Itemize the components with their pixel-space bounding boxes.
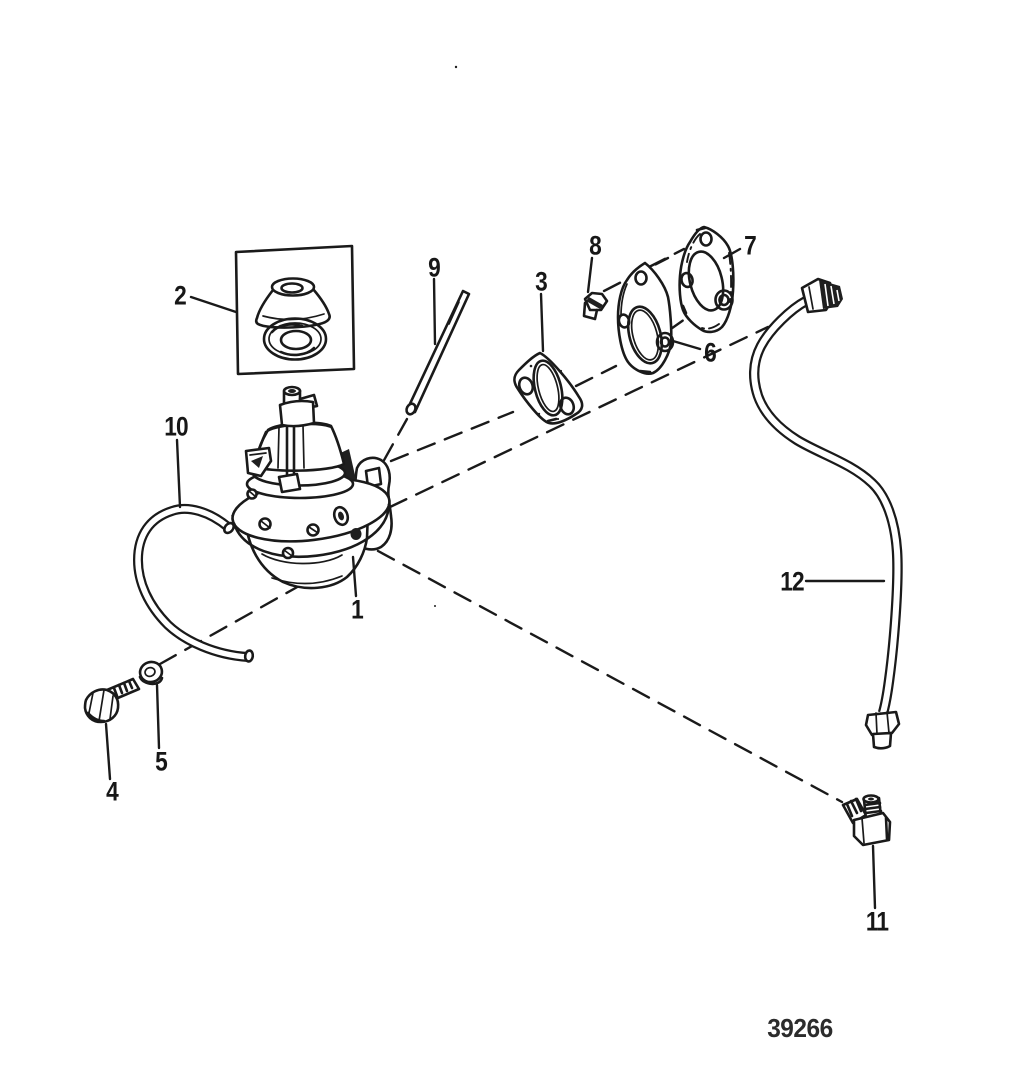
callout-8: 8	[589, 230, 602, 261]
callout-11: 11	[865, 906, 889, 937]
pump-cover-screws	[246, 488, 320, 560]
gasket-part-7	[678, 225, 735, 334]
figure-number: 39266	[767, 1013, 833, 1043]
callout-6: 6	[704, 337, 717, 368]
bolt-part-4	[83, 677, 141, 724]
assembly-axis-dashes	[158, 247, 844, 804]
seal-ring	[262, 317, 328, 361]
screw-part-8	[582, 291, 609, 321]
callout-5: 5	[155, 746, 168, 777]
fuel-line-nut	[864, 710, 901, 737]
scan-speck	[434, 605, 436, 607]
callout-leader-lines	[104, 247, 886, 910]
scan-speck	[454, 65, 458, 69]
spacer-part-6	[616, 261, 675, 375]
callout-3: 3	[535, 266, 548, 297]
rubber-boot	[254, 277, 331, 329]
callout-4: 4	[106, 776, 119, 807]
fuel-line-threaded-end	[819, 280, 843, 309]
callout-10: 10	[164, 411, 188, 442]
callout-9: 9	[428, 252, 441, 283]
gasket-part-3	[513, 351, 584, 425]
callout-1: 1	[351, 594, 364, 625]
hose-part-10	[132, 503, 255, 663]
pushrod-part-9	[405, 289, 471, 416]
fuel-pump-part-1	[231, 385, 393, 590]
callout-2: 2	[174, 280, 187, 311]
fuel-line-part-12	[749, 277, 903, 750]
washer-part-5	[138, 660, 164, 686]
elbow-fitting-part-11	[841, 794, 892, 847]
callout-7: 7	[744, 230, 757, 261]
repair-kit-part-2	[234, 244, 356, 376]
callout-12: 12	[780, 566, 804, 597]
